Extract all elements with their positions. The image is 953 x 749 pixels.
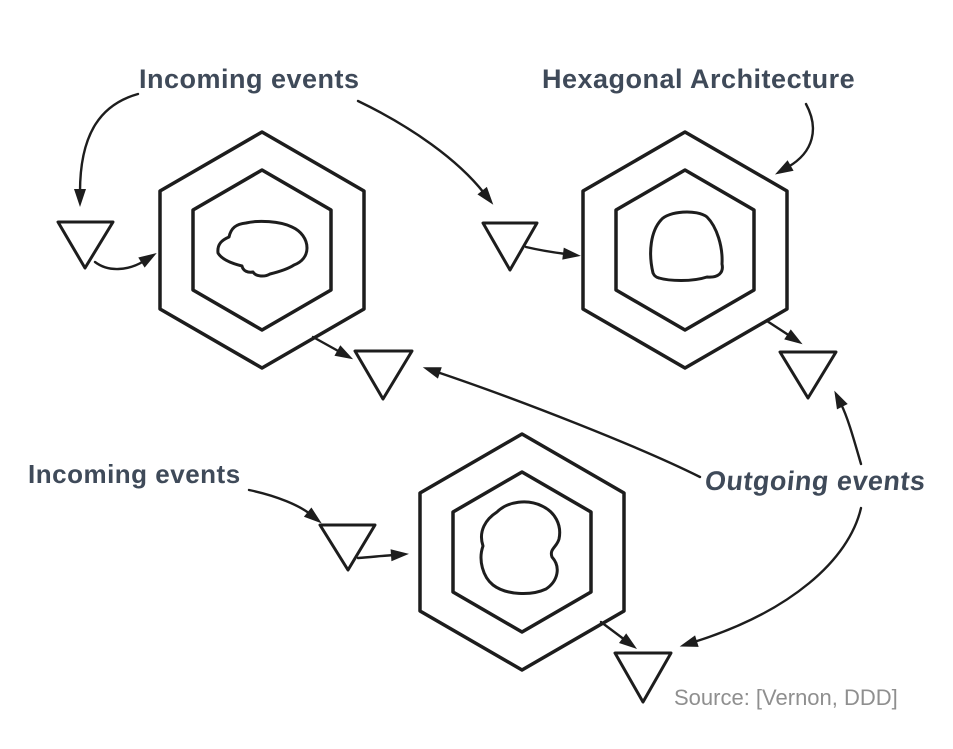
- event-triangle-bottom-left: [318, 523, 377, 572]
- hexagon-top-right: [581, 130, 789, 370]
- arrow-outgoing-to-middle-triangle: [422, 367, 702, 479]
- label-incoming-events-top: Incoming events: [139, 64, 360, 94]
- arrow-outgoing-to-right-triangle: [834, 390, 863, 466]
- domain-blob: [216, 219, 309, 278]
- hexagon-top-left: [158, 130, 366, 370]
- event-triangle-right: [778, 350, 838, 400]
- arrow-left-triangle-to-hexagon: [93, 253, 157, 271]
- arrow-hexagon-topright-to-right-triangle: [765, 319, 803, 345]
- arrow-incoming-bottom-to-triangle: [247, 488, 322, 524]
- arrow-incoming-top-to-left-triangle: [74, 92, 140, 207]
- domain-blob: [649, 210, 724, 282]
- label-incoming-events-bottom: Incoming events: [28, 459, 241, 489]
- hexagon-bottom: [418, 432, 626, 672]
- arrow-hexagon-topleft-to-middle-triangle: [311, 335, 354, 360]
- arrow-outgoing-to-bottom-triangle: [679, 506, 863, 647]
- arrow-top-middle-triangle-to-hexagon: [524, 245, 581, 260]
- source-attribution: Source: [Vernon, DDD]: [674, 685, 898, 710]
- domain-blob: [479, 500, 562, 595]
- event-triangle-top-middle: [481, 221, 539, 272]
- event-triangle-middle: [353, 349, 414, 401]
- label-hexagonal-architecture: Hexagonal Architecture: [542, 64, 856, 94]
- label-outgoing-events: Outgoing events: [703, 466, 928, 496]
- arrow-hexagon-bottom-to-bottom-triangle: [599, 620, 637, 649]
- arrow-hexarch-label-to-hexagon: [775, 102, 814, 175]
- arrow-bottomleft-triangle-to-hexagon: [356, 549, 409, 562]
- event-triangle-left: [56, 220, 115, 270]
- arrow-incoming-top-to-middle-triangle: [356, 99, 494, 205]
- event-triangle-bottom: [613, 651, 673, 704]
